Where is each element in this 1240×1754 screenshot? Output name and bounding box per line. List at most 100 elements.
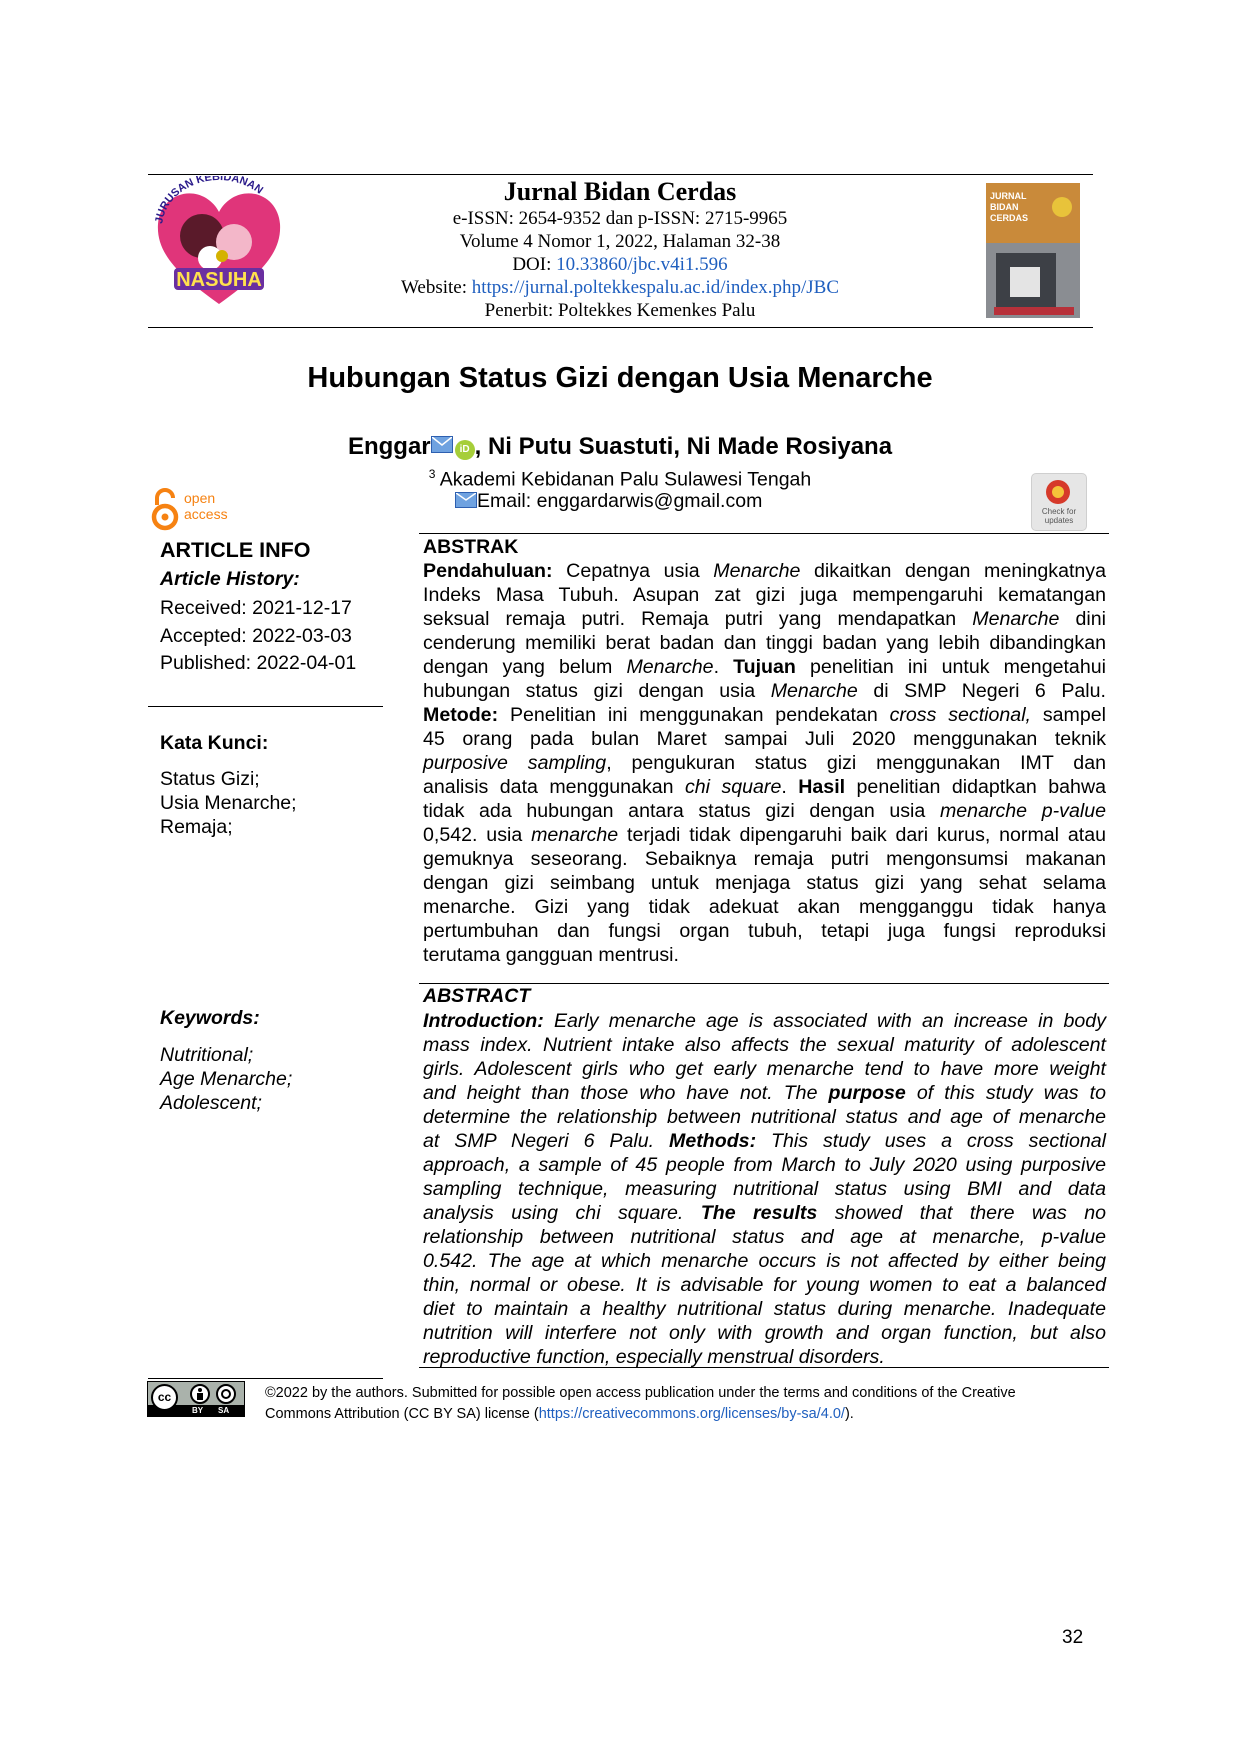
header-bottom-rule — [148, 327, 1093, 328]
check-updates-text-2: updates — [1044, 516, 1074, 525]
paragraph-line: menarche. Gizi yang tidak adekuat akan m… — [423, 896, 1106, 918]
journal-doi: DOI: 10.33860/jbc.v4i1.596 — [300, 253, 940, 276]
article-info-heading: ARTICLE INFO — [160, 538, 311, 562]
abstract-body: Introduction: Early menarche age is asso… — [423, 1009, 1106, 1369]
journal-volume: Volume 4 Nomor 1, 2022, Halaman 32-38 — [459, 231, 781, 252]
paragraph-line: reproductive function, especially menstr… — [423, 1346, 885, 1368]
open-access-text-2: access — [184, 506, 228, 522]
email-icon-small — [455, 492, 477, 508]
logo-main-text: NASUHA — [176, 269, 262, 291]
paragraph-line: girls. Adolescent girls who get early me… — [423, 1058, 1106, 1080]
paragraph-line: analysis using chi square. The results s… — [423, 1202, 1106, 1224]
abstract-bottom-rule — [419, 1367, 1109, 1368]
keywords-list: Nutritional; Age Menarche; Adolescent; — [160, 1043, 292, 1115]
license-text: ©2022 by the authors. Submitted for poss… — [265, 1383, 1016, 1425]
sa-label: SA — [218, 1406, 230, 1415]
paragraph-line: relationship between nutritional status … — [423, 1226, 1106, 1248]
journal-issn: e-ISSN: 2654-9352 dan p-ISSN: 2715-9965 — [452, 208, 788, 229]
kata-kunci-list: Status Gizi; Usia Menarche; Remaja; — [160, 767, 297, 839]
paragraph-line: 0.542. The age at which menarche occurs … — [423, 1250, 1106, 1272]
journal-website: Website: https://jurnal.poltekkespalu.ac… — [300, 276, 940, 299]
cc-by-sa-badge[interactable]: cc BY SA — [147, 1381, 245, 1417]
paragraph-line: at SMP Negeri 6 Palu. Methods: This stud… — [423, 1130, 1106, 1152]
check-updates-icon — [1046, 480, 1070, 504]
paragraph-line: gemuknya seseorang. Sebaiknya remaja put… — [423, 848, 1106, 870]
paragraph-line: 0,542. usia menarche terjadi tidak dipen… — [423, 824, 1106, 846]
author-suastuti: , Ni Putu Suastuti — [474, 433, 674, 460]
affiliation-superscript: 3 — [428, 467, 436, 481]
paragraph-line: Indeks Masa Tubuh. Asupan zat gizi juga … — [423, 584, 1106, 606]
by-label: BY — [192, 1406, 204, 1415]
article-title: Hubungan Status Gizi dengan Usia Menarch… — [307, 362, 933, 394]
left-divider-1 — [148, 706, 383, 707]
license-link[interactable]: https://creativecommons.org/licenses/by-… — [538, 1406, 845, 1422]
paragraph-line: terutama gangguan mentrusi. — [423, 944, 679, 966]
keyword-item: Nutritional; — [160, 1044, 254, 1066]
license-line-2-pre: Commons Attribution (CC BY SA) license ( — [265, 1406, 539, 1422]
doi-label: DOI: — [512, 254, 552, 275]
keyword-item: Adolescent; — [160, 1092, 262, 1114]
left-divider-bottom — [148, 1378, 383, 1379]
abstract-heading: ABSTRACT — [423, 985, 531, 1007]
check-updates-text-1: Check for — [1041, 507, 1077, 516]
paragraph-line: hubungan status gizi dengan usia Menarch… — [423, 680, 1106, 702]
abstrak-top-rule — [419, 533, 1109, 534]
email-line: Email: enggardarwis@gmail.com — [455, 489, 762, 513]
page-number: 32 — [1062, 1627, 1084, 1648]
kata-kunci-label: Kata Kunci: — [160, 732, 269, 754]
doi-link[interactable]: 10.33860/jbc.v4i1.596 — [556, 254, 728, 275]
website-link[interactable]: https://jurnal.poltekkespalu.ac.id/index… — [471, 277, 840, 298]
paragraph-line: Metode: Penelitian ini menggunakan pende… — [423, 704, 1106, 726]
published-date: Published: 2022-04-01 — [160, 652, 357, 674]
affiliation-text: Akademi Kebidanan Palu Sulawesi Tengah — [439, 468, 812, 491]
author-rosiyana: , Ni Made Rosiyana — [673, 433, 893, 460]
paragraph-line: nutrition will interfere not only with g… — [423, 1322, 1106, 1344]
open-access-badge: open access — [150, 487, 250, 532]
journal-cover-thumbnail: JURNAL BIDAN CERDAS — [986, 183, 1080, 318]
paragraph-line: purposive sampling, pengukuran status gi… — [423, 752, 1106, 774]
paragraph-line: diet to maintain a healthy nutritional s… — [423, 1298, 1106, 1320]
paragraph-line: and height than those who have not. The … — [423, 1082, 1106, 1104]
sa-icon — [216, 1384, 236, 1404]
paragraph-line: Introduction: Early menarche age is asso… — [423, 1010, 1106, 1032]
paragraph-line: 45 orang pada bulan Maret sampai Juli 20… — [423, 728, 1106, 750]
license-line-2-post: ). — [844, 1406, 854, 1422]
license-line-1: ©2022 by the authors. Submitted for poss… — [265, 1385, 1016, 1401]
open-access-text-1: open — [184, 490, 216, 506]
affiliation: 3 Akademi Kebidanan Palu Sulawesi Tengah — [0, 462, 1240, 492]
license-line-2: Commons Attribution (CC BY SA) license (… — [265, 1404, 1016, 1425]
article-history-label: Article History: — [160, 568, 300, 590]
paragraph-line: dengan gizi seimbang untuk menjaga statu… — [423, 872, 1106, 894]
orcid-icon[interactable]: iD — [454, 440, 475, 460]
journal-logo: NASUHA JURUSAN KEBIDANAN — [150, 171, 288, 316]
kata-kunci-item: Usia Menarche; — [160, 792, 297, 814]
accepted-date: Accepted: 2022-03-03 — [160, 625, 352, 647]
paragraph-line: thin, normal or obese. It is advisable f… — [423, 1274, 1106, 1296]
paragraph-line: analisis data menggunakan chi square. Ha… — [423, 776, 1106, 798]
keywords-label: Keywords: — [160, 1007, 260, 1029]
abstract-top-rule — [419, 983, 1109, 984]
paragraph-line: approach, a sample of 45 people from Mar… — [423, 1154, 1106, 1176]
email-address[interactable]: Email: enggardarwis@gmail.com — [477, 490, 763, 512]
received-date: Received: 2021-12-17 — [160, 597, 352, 619]
paragraph-line: seksual remaja putri. Remaja putri yang … — [423, 608, 1106, 630]
paragraph-line: mass index. Nutrient intake also affects… — [423, 1034, 1106, 1056]
journal-publisher: Penerbit: Poltekkes Kemenkes Palu — [484, 300, 756, 321]
paragraph-line: pertumbuhan dan fungsi organ tubuh, teta… — [423, 920, 1106, 942]
paragraph-line: cenderung memiliki berat badan dan tingg… — [423, 632, 1106, 654]
journal-name: Jurnal Bidan Cerdas — [503, 177, 737, 206]
website-label: Website: — [400, 277, 467, 298]
email-icon[interactable] — [430, 436, 453, 453]
kata-kunci-item: Remaja; — [160, 816, 233, 838]
kata-kunci-item: Status Gizi; — [160, 768, 260, 790]
header-top-rule — [148, 174, 1093, 175]
by-icon — [190, 1384, 210, 1404]
check-for-updates-badge[interactable]: Check for updates — [1031, 473, 1087, 531]
cover-title: JURNAL BIDAN CERDAS — [990, 191, 1029, 223]
paragraph-line: dengan yang belum Menarche. Tujuan penel… — [423, 656, 1106, 678]
abstrak-heading: ABSTRAK — [423, 536, 519, 558]
paragraph-line: Pendahuluan: Cepatnya usia Menarche dika… — [423, 560, 1106, 582]
paragraph-line: tidak ada hubungan antara status gizi de… — [423, 800, 1106, 822]
open-access-icon — [151, 488, 179, 531]
